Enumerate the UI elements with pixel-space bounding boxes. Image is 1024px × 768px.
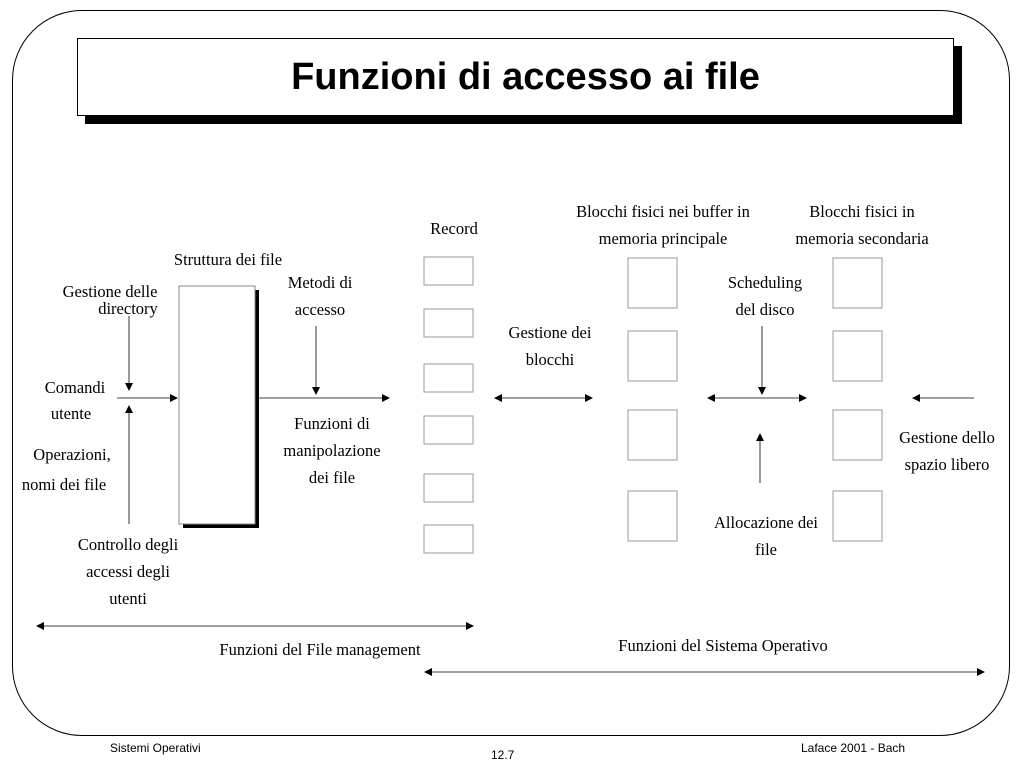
record-box [423, 308, 474, 338]
record-box [423, 256, 474, 286]
os-functions-label: Funzioni del Sistema Operativo [618, 636, 828, 655]
slide-frame [12, 10, 1010, 736]
record-box [423, 473, 474, 503]
record-box [423, 524, 474, 554]
title-box: Funzioni di accesso ai file [77, 38, 954, 116]
file-structure-box [178, 285, 256, 525]
file-structure-label: Struttura dei file [173, 250, 283, 269]
record-box [423, 363, 474, 393]
footer-left: Sistemi Operativi [110, 741, 201, 755]
disk-block [832, 490, 883, 542]
dir-mgmt-label: Gestione delle [62, 282, 158, 301]
disk-block [832, 409, 883, 461]
slide-title: Funzioni di accesso ai file [291, 55, 760, 98]
ops-label: Operazioni, [33, 445, 111, 464]
record-box [423, 415, 474, 445]
user-cmds-label-2: utente [50, 404, 92, 423]
disk-block [832, 257, 883, 309]
record-boxes [423, 256, 474, 554]
dir-mgmt-label-2: directory [98, 299, 158, 318]
footer-page-number: 12.7 [491, 748, 515, 762]
record-label: Record [430, 219, 478, 238]
footer-right: Laface 2001 - Bach [801, 741, 906, 755]
buffer-block [627, 409, 678, 461]
file-management-label: Funzioni del File management [219, 640, 421, 659]
user-cmds-label: Comandi [44, 378, 106, 397]
buffer-blocks [627, 257, 678, 542]
disk-block [832, 330, 883, 382]
ops-label-2: nomi dei file [21, 475, 107, 494]
buffer-block [627, 257, 678, 309]
buffer-block [627, 330, 678, 382]
disk-blocks [832, 257, 883, 542]
buffer-block [627, 490, 678, 542]
